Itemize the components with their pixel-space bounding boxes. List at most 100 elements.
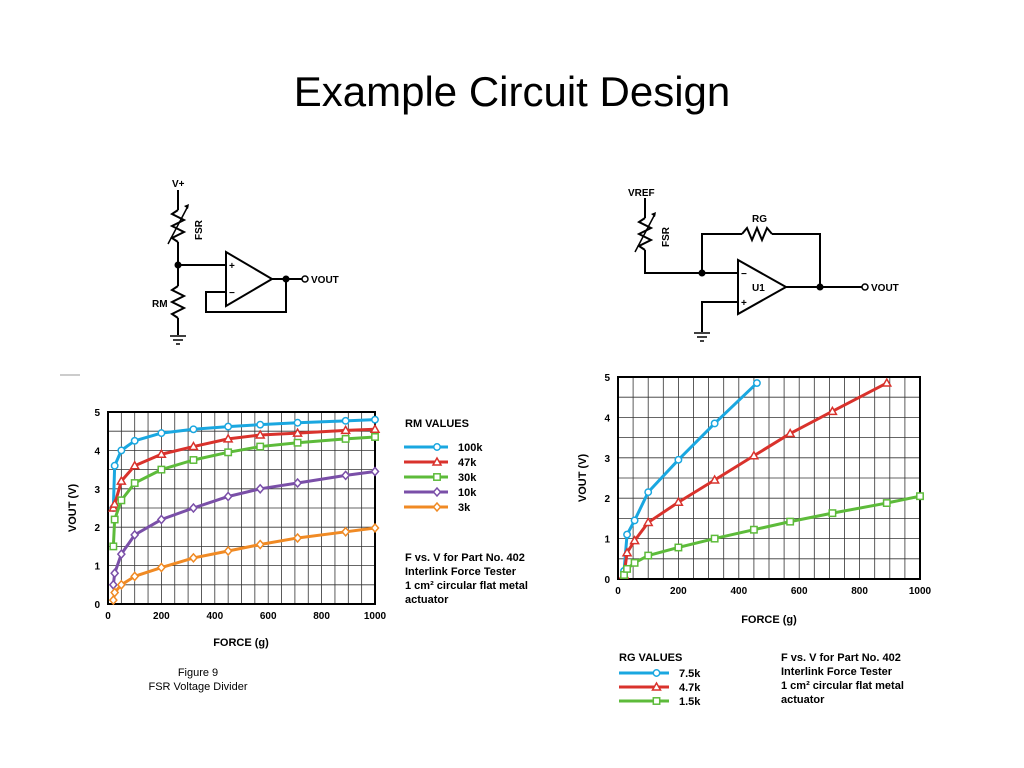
data-point xyxy=(188,441,199,451)
plot-frame xyxy=(107,411,376,605)
series-47k xyxy=(108,423,381,512)
legend-label: 100k xyxy=(458,442,483,454)
x-axis-title: FORCE (g) xyxy=(741,614,797,626)
data-point xyxy=(255,483,265,494)
x-tick-label: 200 xyxy=(670,586,687,597)
y-axis-title: VOUT (V) xyxy=(577,454,589,503)
note-line-3: 1 cm² circular flat metal xyxy=(405,580,528,592)
y-tick-label: 0 xyxy=(604,575,610,586)
data-point xyxy=(630,558,639,567)
x-tick-label: 800 xyxy=(313,611,330,622)
y-tick-label: 1 xyxy=(94,562,100,573)
data-point xyxy=(674,543,683,552)
data-point xyxy=(882,499,891,507)
data-point xyxy=(341,526,351,537)
legend-label: 10k xyxy=(458,487,477,499)
data-point xyxy=(110,587,120,598)
data-point xyxy=(117,446,126,455)
legend-marker xyxy=(652,697,661,705)
legend-marker xyxy=(431,456,443,466)
note-line-1: F vs. V for Part No. 402 xyxy=(405,552,525,564)
series-30k xyxy=(109,433,379,551)
data-point xyxy=(629,535,640,545)
data-point xyxy=(784,428,796,438)
legend-title: RG VALUES xyxy=(619,652,682,664)
junction-dot xyxy=(816,283,824,291)
legend-marker xyxy=(433,473,441,481)
series-line xyxy=(622,381,758,572)
junction-dot xyxy=(282,275,290,283)
data-point xyxy=(156,448,167,458)
data-point xyxy=(752,379,761,388)
opamp-right xyxy=(737,258,789,316)
legend-marker xyxy=(433,443,441,451)
data-point xyxy=(293,438,302,447)
data-point xyxy=(916,492,924,501)
legend-marker xyxy=(652,669,661,677)
legend-title: RM VALUES xyxy=(405,418,469,430)
data-point xyxy=(108,579,118,590)
data-point xyxy=(709,474,720,484)
data-point xyxy=(644,488,653,497)
inverting-input-wire xyxy=(644,250,738,274)
grid xyxy=(107,411,376,605)
data-point xyxy=(748,450,760,460)
data-point xyxy=(129,460,140,470)
x-tick-label: 0 xyxy=(615,586,621,597)
note-line-1: F vs. V for Part No. 402 xyxy=(781,652,901,664)
y-tick-label: 2 xyxy=(94,523,100,534)
rg-label: RG xyxy=(752,214,767,225)
legend-item: 1.5k xyxy=(619,696,701,708)
data-point xyxy=(130,529,140,541)
data-point xyxy=(749,525,758,534)
data-point xyxy=(110,568,120,579)
data-point xyxy=(110,461,119,470)
note-line-2: Interlink Force Tester xyxy=(405,566,517,578)
data-point xyxy=(156,562,166,573)
legend-label: 4.7k xyxy=(679,682,701,694)
legend-item: 3k xyxy=(404,501,471,514)
data-point xyxy=(292,427,303,437)
y-tick-label: 2 xyxy=(604,494,610,505)
feedback-left-wire xyxy=(701,233,742,273)
data-point xyxy=(710,534,719,543)
note-line-3: 1 cm² circular flat metal xyxy=(781,680,904,692)
data-point xyxy=(256,442,265,451)
legend-label: 3k xyxy=(458,502,471,514)
data-point xyxy=(256,420,265,429)
data-point xyxy=(371,433,379,441)
data-point xyxy=(623,530,632,539)
data-point xyxy=(116,475,127,485)
data-point xyxy=(130,436,139,445)
figure-caption-2: FSR Voltage Divider xyxy=(148,681,247,693)
opamp-left xyxy=(225,250,274,308)
data-point xyxy=(116,548,126,560)
data-point xyxy=(710,419,719,428)
data-point xyxy=(370,466,380,477)
x-tick-label: 600 xyxy=(791,586,808,597)
u1-label: U1 xyxy=(752,283,765,294)
x-tick-label: 1000 xyxy=(364,611,387,622)
rg-resistor xyxy=(741,225,773,243)
data-point xyxy=(255,539,265,550)
arrow-head-icon xyxy=(651,212,656,217)
y-tick-label: 1 xyxy=(604,535,610,546)
data-point xyxy=(623,564,632,573)
data-point xyxy=(293,477,303,489)
feedback-right-wire xyxy=(772,233,821,287)
data-point xyxy=(189,425,198,434)
legend: 7.5k4.7k1.5k xyxy=(619,668,701,708)
fsr-label: FSR xyxy=(194,219,205,240)
data-point xyxy=(642,516,654,527)
series-1.5k xyxy=(620,492,924,579)
data-point xyxy=(110,515,119,524)
legend-label: 1.5k xyxy=(679,696,701,708)
output-terminal xyxy=(861,283,869,291)
data-point xyxy=(293,532,303,544)
legend-label: 30k xyxy=(458,472,477,484)
